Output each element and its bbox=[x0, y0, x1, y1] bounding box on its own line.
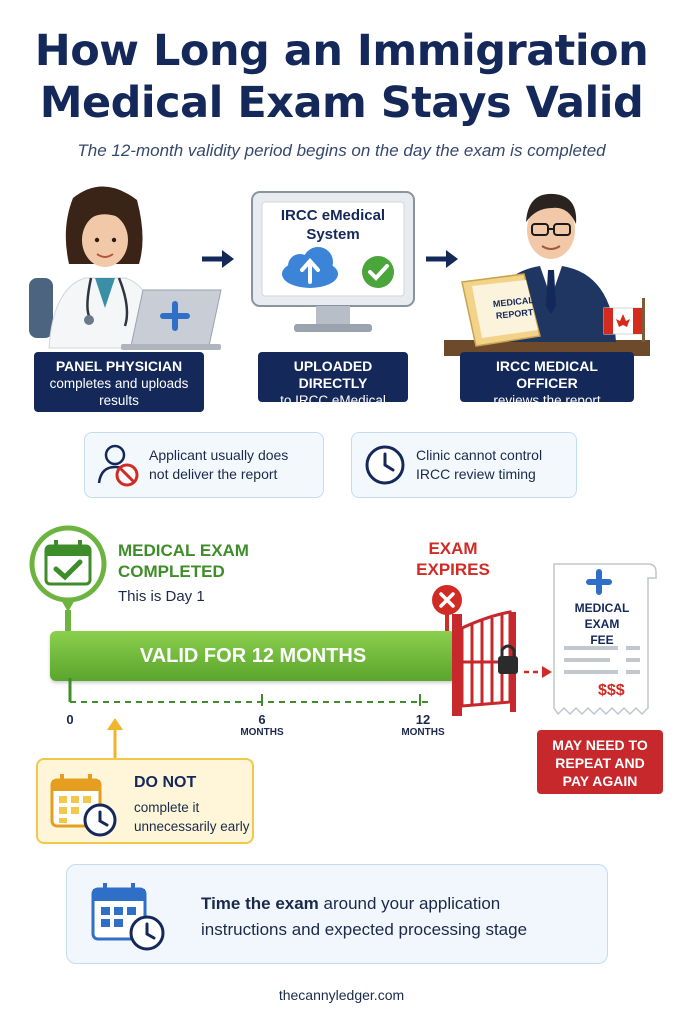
warning-title: DO NOT bbox=[134, 774, 197, 791]
tick-value: 6 bbox=[258, 712, 266, 727]
monitor-title-line-2: System bbox=[306, 226, 360, 243]
repeat-line-1: MAY NEED TO bbox=[552, 737, 648, 753]
monitor-title: IRCC eMedical System bbox=[262, 206, 404, 244]
validity-bar: VALID FOR 12 MONTHS bbox=[50, 631, 456, 681]
physician-illustration bbox=[29, 186, 222, 350]
exam-completed-line-2: COMPLETED bbox=[118, 562, 225, 581]
calendar-clock-icon bbox=[91, 883, 165, 951]
fee-title: MEDICAL EXAM FEE bbox=[556, 600, 648, 648]
arrow-up-icon bbox=[107, 718, 123, 758]
repeat-line-2: REPEAT AND bbox=[555, 755, 645, 771]
fee-line-1: MEDICAL EXAM bbox=[574, 601, 630, 631]
day-one-note: This is Day 1 bbox=[118, 588, 205, 605]
arrow-right-icon bbox=[202, 250, 234, 268]
tick-6: 6 MONTHS bbox=[236, 712, 288, 738]
fee-line-2: FEE bbox=[590, 633, 614, 647]
exam-completed-title: MEDICAL EXAM COMPLETED bbox=[118, 540, 249, 582]
fee-amount: $$$ bbox=[598, 682, 625, 699]
step-title: UPLOADED DIRECTLY bbox=[293, 358, 373, 391]
tip-line-2: instructions and expected processing sta… bbox=[201, 920, 528, 939]
tick-12: 12 MONTHS bbox=[396, 712, 450, 738]
tick-unit: MONTHS bbox=[401, 727, 445, 738]
warning-body: complete it unnecessarily early bbox=[134, 798, 250, 836]
tick-value: 0 bbox=[66, 712, 74, 727]
step-uploaded-directly: UPLOADED DIRECTLY to IRCC eMedical bbox=[258, 352, 408, 408]
calendar-clock-icon bbox=[50, 774, 117, 837]
note-line-1: Clinic cannot control bbox=[416, 447, 543, 463]
tick-0: 0 bbox=[58, 712, 82, 727]
page-title-line-1: How Long an Immigration bbox=[34, 26, 649, 76]
exam-completed-line-1: MEDICAL EXAM bbox=[118, 541, 249, 560]
expires-line-2: EXPIRES bbox=[416, 560, 490, 579]
timeline-axis bbox=[68, 678, 432, 706]
note-applicant-card: Applicant usually does not deliver the r… bbox=[84, 432, 324, 498]
note-line-1: Applicant usually does bbox=[149, 447, 289, 463]
repeat-line-3: PAY AGAIN bbox=[562, 773, 638, 789]
officer-illustration bbox=[444, 193, 650, 356]
page-title-line-2: Medical Exam Stays Valid bbox=[39, 78, 644, 128]
footer-site-url: thecannyledger.com bbox=[278, 987, 405, 1003]
arrow-right-icon bbox=[426, 250, 458, 268]
tip-line-1: around your application bbox=[318, 894, 501, 913]
do-not-early-card: DO NOT complete it unnecessarily early bbox=[36, 758, 254, 844]
tip-text: Time the exam around your application in… bbox=[201, 891, 527, 943]
warning-line-2: unnecessarily early bbox=[134, 819, 250, 834]
step-title: IRCC MEDICAL OFFICER bbox=[496, 358, 598, 391]
repeat-pay-badge: MAY NEED TO REPEAT AND PAY AGAIN bbox=[537, 730, 663, 794]
step-body: reviews the report bbox=[493, 393, 601, 408]
warning-line-1: complete it bbox=[134, 800, 200, 815]
note-clinic-card: Clinic cannot control IRCC review timing bbox=[351, 432, 577, 498]
fee-receipt-illustration bbox=[553, 563, 657, 716]
step-body: completes and uploads results bbox=[49, 376, 189, 408]
expires-line-1: EXAM bbox=[428, 539, 478, 558]
step-body: to IRCC eMedical bbox=[280, 393, 386, 408]
step-title: PANEL PHYSICIAN bbox=[55, 358, 183, 374]
tick-unit: MONTHS bbox=[240, 727, 284, 738]
calendar-check-pin-icon bbox=[29, 525, 107, 634]
exam-expires-title: EXAM EXPIRES bbox=[414, 538, 492, 580]
close-pin-icon bbox=[432, 585, 462, 632]
note-line-2: not deliver the report bbox=[149, 466, 278, 482]
monitor-illustration bbox=[251, 191, 415, 332]
page-subtitle: The 12-month validity period begins on t… bbox=[77, 141, 606, 160]
person-blocked-icon bbox=[97, 444, 139, 487]
tick-value: 12 bbox=[415, 712, 431, 727]
locked-gate-icon bbox=[452, 610, 552, 716]
clock-icon bbox=[365, 445, 405, 485]
tip-bold: Time the exam bbox=[201, 894, 319, 913]
monitor-title-line-1: IRCC eMedical bbox=[280, 207, 386, 224]
timing-tip-card: Time the exam around your application in… bbox=[66, 864, 608, 964]
step-panel-physician: PANEL PHYSICIAN completes and uploads re… bbox=[34, 352, 204, 412]
step-ircc-medical-officer: IRCC MEDICAL OFFICER reviews the report bbox=[460, 352, 634, 408]
note-line-2: IRCC review timing bbox=[416, 466, 536, 482]
